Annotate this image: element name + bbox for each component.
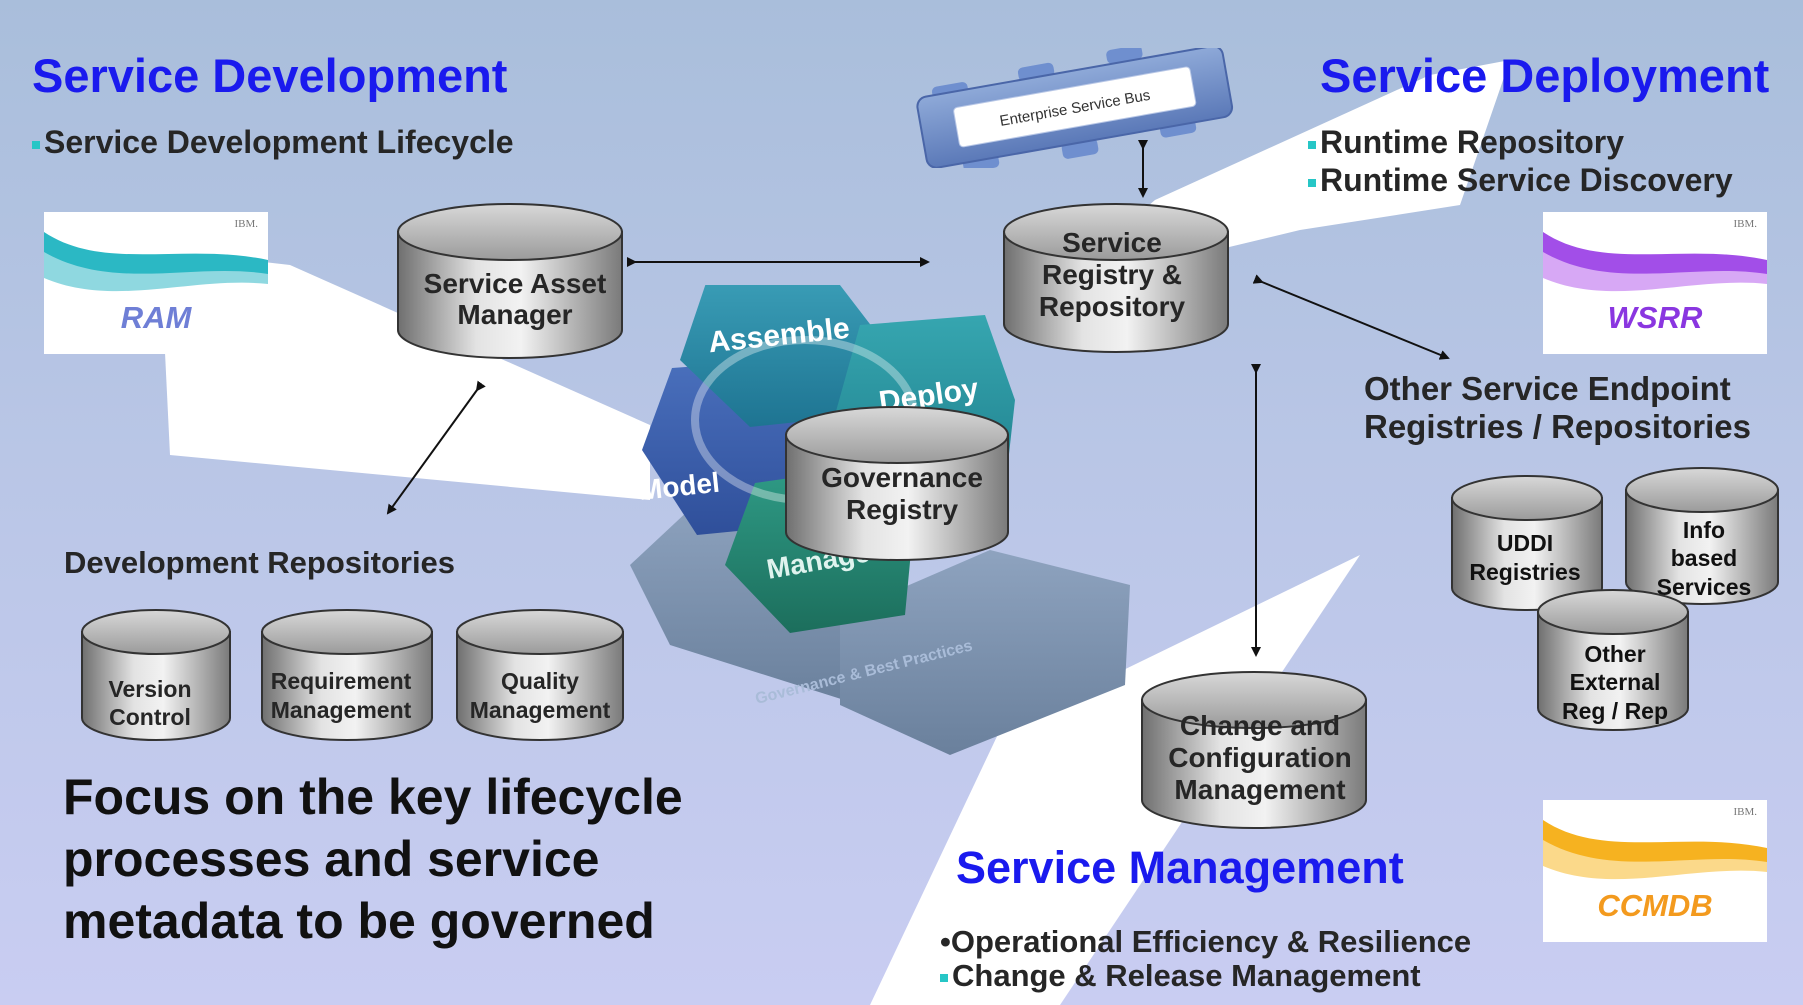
cylinder-requirement-management: Requirement Management [261, 609, 433, 741]
ibm-logo: IBM. [234, 218, 258, 230]
bullet-square-icon [1308, 178, 1316, 187]
development-bullet: Service Development Lifecycle [32, 124, 514, 161]
development-repositories-label: Development Repositories [64, 545, 456, 580]
deployment-bullet-1-text: Runtime Repository [1320, 124, 1625, 160]
cylinder-service-asset-manager: Service Asset Manager [397, 203, 623, 359]
cylinder-label-line: Configuration [1168, 742, 1352, 773]
hexagon-base-right [840, 550, 1130, 755]
management-bullet-2-text: Change & Release Management [952, 958, 1421, 993]
cylinder-label-line: Management [470, 697, 611, 723]
management-bullet-1: •Operational Efficiency & Resilience [940, 924, 1471, 960]
deployment-bullet-2: Runtime Service Discovery [1308, 162, 1733, 199]
wsrr-swoosh [1543, 232, 1767, 292]
other-endpoint-label-line2: Registries / Repositories [1364, 408, 1751, 445]
beam-left [160, 250, 650, 500]
wsrr-label: WSRR [1607, 300, 1703, 335]
cylinder-label-line: Control [109, 704, 191, 730]
cylinder-label-line: Management [1174, 774, 1345, 805]
service-management-title: Service Management [956, 842, 1404, 893]
arrow-asset-to-dev-repos [386, 380, 486, 515]
bullet-square-icon [1308, 140, 1316, 149]
enterprise-service-bus: Enterprise Service Bus [916, 48, 1234, 168]
cylinder-label-line: Reg / Rep [1562, 698, 1668, 724]
cylinder-label-line: Registry & [1042, 259, 1182, 290]
hexagon-assemble [680, 285, 886, 427]
focus-line-3: metadata to be governed [63, 893, 655, 949]
other-endpoint-label-line1: Other Service Endpoint [1364, 370, 1731, 407]
cylinder-label-line: Management [271, 697, 412, 723]
cylinder-label-line: Change and [1180, 710, 1340, 741]
cylinder-label-line: Repository [1039, 291, 1186, 322]
focus-line-1: Focus on the key lifecycle [63, 769, 683, 825]
cylinder-label-line: Governance [821, 462, 983, 493]
cylinder-label-line: based [1671, 545, 1737, 571]
cylinder-label-line: Info [1683, 517, 1725, 543]
development-bullet-text: Service Development Lifecycle [44, 124, 514, 160]
management-bullet-1-text: Operational Efficiency & Resilience [950, 924, 1472, 959]
cylinder-label-line: Manager [457, 299, 572, 330]
service-deployment-title: Service Deployment [1320, 49, 1770, 102]
cylinder-label-line: Quality [501, 668, 579, 694]
wsrr-thumbnail: IBM. WSRR [1543, 212, 1767, 354]
bullet-square-icon [940, 973, 948, 982]
ram-thumbnail: IBM. RAM [44, 212, 268, 354]
cylinder-label-line: Other [1584, 641, 1645, 667]
cylinder-label-line: Service [1062, 227, 1162, 258]
cylinder-change-config: Change and Configuration Management [1141, 671, 1367, 829]
cylinder-label-line: Services [1657, 574, 1752, 600]
cylinder-governance-registry: Governance Registry [785, 406, 1009, 561]
ccmdb-swoosh [1543, 820, 1767, 880]
cylinder-label-line: External [1570, 669, 1661, 695]
cylinder-label-line: UDDI [1497, 530, 1553, 556]
cylinder-service-registry: Service Registry & Repository [1003, 203, 1229, 353]
cylinder-label-line: Registries [1469, 559, 1580, 585]
cylinder-label-line: Service Asset [424, 268, 607, 299]
cylinder-label-line: Version [108, 676, 191, 702]
ram-swoosh [44, 232, 268, 292]
cylinder-label-line: Registry [846, 494, 958, 525]
bullet-square-icon [32, 140, 40, 149]
cylinder-info-based: Info based Services [1625, 467, 1779, 605]
cylinder-label-line: Requirement [271, 668, 412, 694]
arrow-registry-to-endpoints [1252, 274, 1450, 360]
bullet-dot-icon: • [940, 924, 951, 959]
cylinder-uddi: UDDI Registries [1451, 475, 1603, 611]
ccmdb-label: CCMDB [1597, 888, 1713, 923]
deployment-bullet-2-text: Runtime Service Discovery [1320, 162, 1733, 198]
service-development-title: Service Development [32, 49, 508, 102]
ccmdb-thumbnail: IBM. CCMDB [1543, 800, 1767, 942]
beam-bottom [870, 555, 1360, 1005]
cylinder-quality-management: Quality Management [456, 609, 624, 741]
focus-statement: Focus on the key lifecycle processes and… [63, 766, 683, 952]
management-bullet-2: Change & Release Management [940, 958, 1421, 994]
ram-label: RAM [120, 300, 192, 335]
focus-line-2: processes and service [63, 831, 600, 887]
ibm-logo: IBM. [1733, 218, 1757, 230]
ibm-logo: IBM. [1733, 806, 1757, 818]
cylinder-version-control: Version Control [81, 609, 231, 741]
deployment-bullet-1: Runtime Repository [1308, 124, 1624, 161]
cylinder-other-external: Other External Reg / Rep [1537, 589, 1689, 731]
